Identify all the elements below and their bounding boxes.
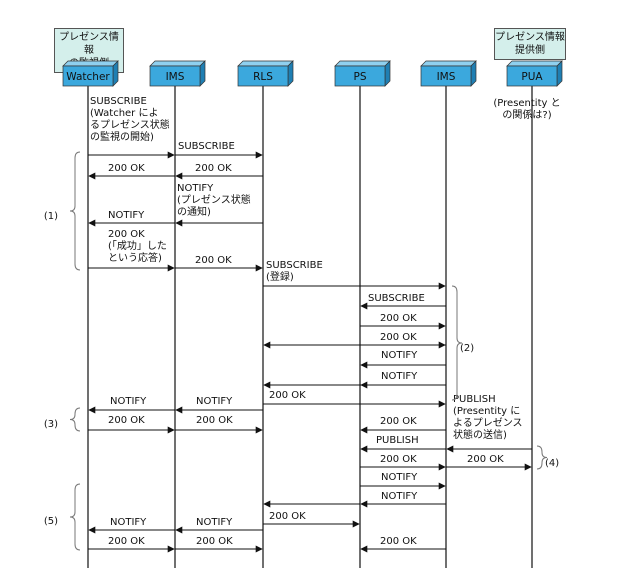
role-line: プレゼンス情報 [59,32,119,56]
actor-box-top [420,60,477,67]
message-label: 200 OK [195,255,232,266]
message-label: 200 OK [380,332,417,343]
message-label: 200 OK [269,390,306,401]
bracket-label: (4) [545,458,559,469]
message-label: という応答) [108,251,162,264]
message-label: NOTIFY [108,210,145,221]
message-label: 200 OK [196,536,233,547]
message-label: 200 OK [380,313,417,324]
actor-box [237,65,289,87]
actor-box-top [237,60,294,67]
bracket-label: (2) [460,343,474,354]
actor-box [149,65,201,87]
actor-label: IMS [437,71,456,83]
message-label: るプレゼンス状態 [90,118,170,131]
message-label: NOTIFY [110,517,147,528]
bracket-5 [69,483,81,551]
message-label: (登録) [266,270,294,283]
message-label: 200 OK [380,536,417,547]
role-line: 提供側 [515,45,545,56]
message-label: 200 OK [196,415,233,426]
message-label: 状態の送信) [453,428,507,441]
actor-box [334,65,386,87]
message-label: NOTIFY [110,396,147,407]
message-label: SUBSCRIBE [90,96,147,107]
message-label: 200 OK [195,163,232,174]
bracket-label: (1) [44,211,58,222]
actor-box [62,65,114,87]
message-label: PUBLISH [376,435,419,446]
message-label: 200 OK [380,416,417,427]
message-label: NOTIFY [381,371,418,382]
message-label: NOTIFY [381,491,418,502]
actor-box-top [149,60,206,67]
pua-note-line: (Presentity と [493,97,560,109]
actor-box-top [62,60,119,67]
message-label: SUBSCRIBE [266,260,323,271]
bracket-label: (3) [44,419,58,430]
message-label: (Watcher によ [90,107,158,119]
bracket-2 [451,285,463,401]
message-label: よるプレゼンス [453,417,523,429]
actor-label: Watcher [66,71,110,83]
message-label: の通知) [177,205,211,218]
actor-label: IMS [166,71,185,83]
message-label: NOTIFY [381,472,418,483]
message-label: (Presentity に [453,405,520,417]
message-label: NOTIFY [381,350,418,361]
message-label: 200 OK [467,454,504,465]
message-label: 200 OK [108,415,145,426]
actor-box [420,65,472,87]
bracket-4 [536,445,548,470]
message-label: SUBSCRIBE [368,293,425,304]
actor-label: RLS [253,71,273,83]
message-label: (「成功」した [108,240,167,252]
message-label: (プレゼンス状態 [177,193,251,206]
message-label: NOTIFY [196,396,233,407]
message-label: の監視の開始) [90,130,154,143]
message-label: 200 OK [269,511,306,522]
message-label: 200 OK [108,229,145,240]
actor-box [506,65,558,87]
actor-box-top [506,60,563,67]
bracket-1 [69,151,81,271]
bracket-3 [69,407,81,432]
role-line: プレゼンス情報 [495,32,565,43]
message-label: 200 OK [108,163,145,174]
actor-box-top [334,60,391,67]
message-label: 200 OK [108,536,145,547]
message-label: PUBLISH [453,394,496,405]
actor-label: PS [354,71,367,83]
message-label: NOTIFY [177,183,214,194]
message-label: 200 OK [380,454,417,465]
message-label: SUBSCRIBE [178,141,235,152]
actor-label: PUA [521,71,543,83]
bracket-label: (5) [44,516,58,527]
message-label: NOTIFY [196,517,233,528]
pua-note-line: の関係は?) [502,109,551,121]
role-box-provider-side: プレゼンス情報 提供側 [494,28,566,60]
